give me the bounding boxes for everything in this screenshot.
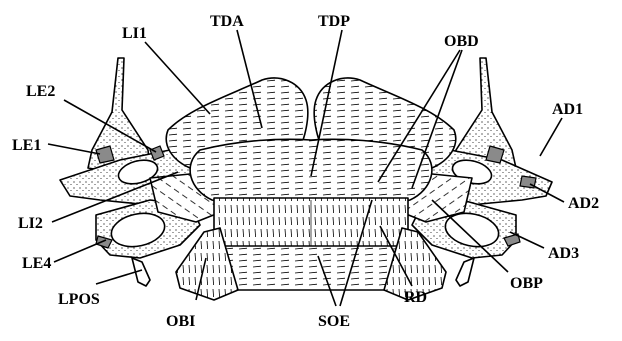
- label-tdp: TDP: [318, 13, 350, 30]
- ad1-leader: [540, 118, 562, 156]
- label-le2: LE2: [26, 83, 55, 100]
- right-posterior-spine: [456, 258, 474, 286]
- label-rd: RD: [404, 289, 427, 306]
- label-le1: LE1: [12, 137, 41, 154]
- label-tda: TDA: [210, 13, 244, 30]
- label-obd: OBD: [444, 33, 479, 50]
- li1-leader: [145, 42, 210, 114]
- label-soe: SOE: [318, 313, 350, 330]
- label-le4: LE4: [22, 255, 51, 272]
- label-li2: LI2: [18, 215, 43, 232]
- label-ad1: AD1: [552, 101, 583, 118]
- label-obp: OBP: [510, 275, 543, 292]
- label-li1: LI1: [122, 25, 147, 42]
- label-obi: OBI: [166, 313, 195, 330]
- dorsal-transverse-muscles: [166, 78, 455, 212]
- label-ad3: AD3: [548, 245, 579, 262]
- lpos-leader: [96, 270, 142, 284]
- ventral-muscles: [176, 198, 446, 300]
- label-ad2: AD2: [568, 195, 599, 212]
- label-lpos: LPOS: [58, 291, 100, 308]
- le4-leader: [54, 240, 106, 262]
